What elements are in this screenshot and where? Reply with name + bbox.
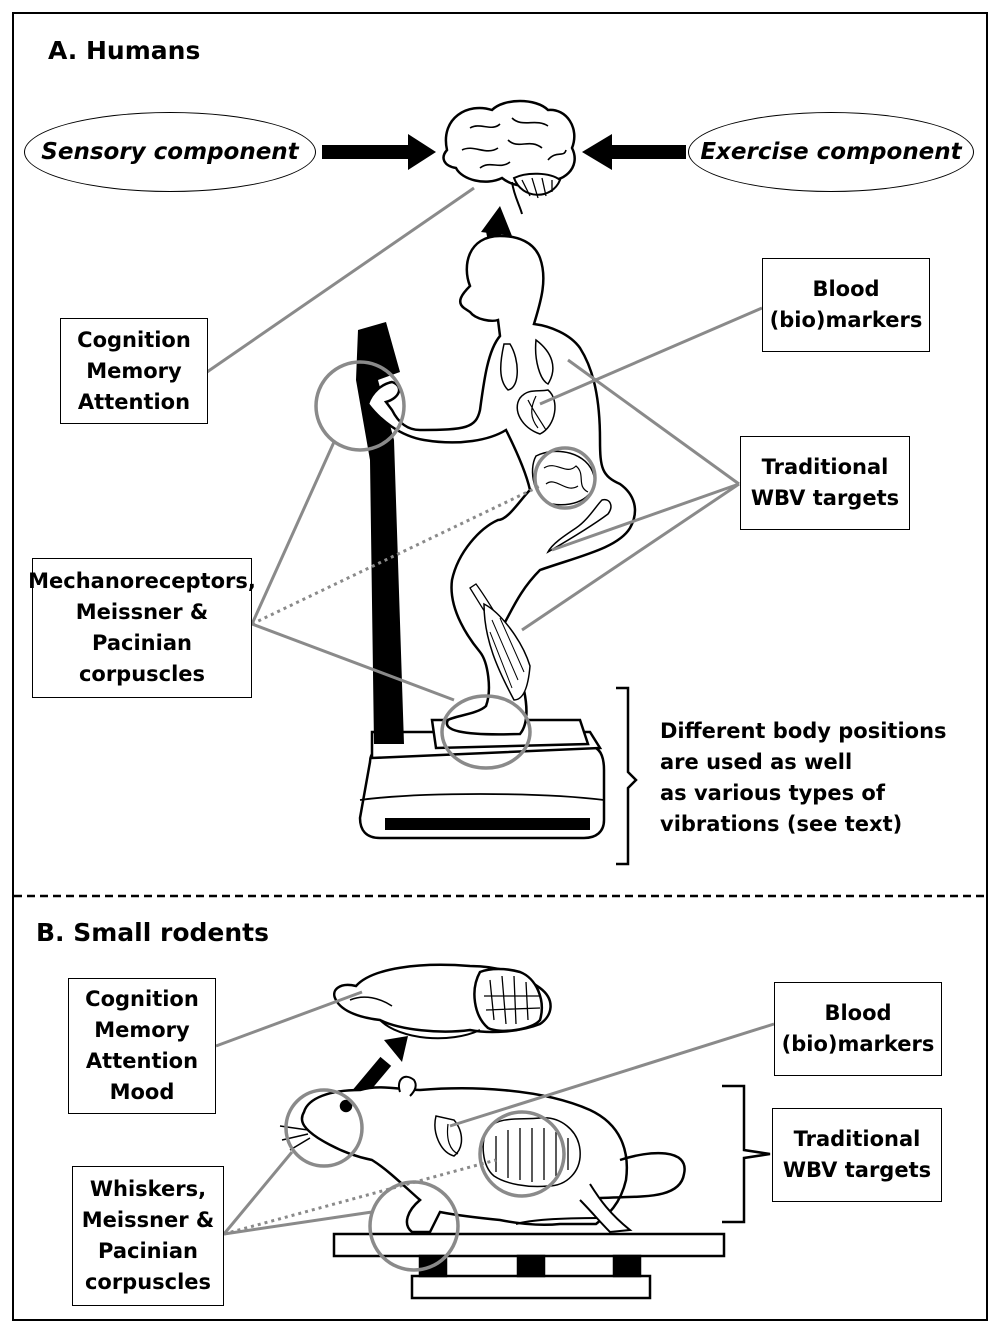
sensory-component-label: Sensory component [41,139,299,165]
connectors-panel-b [215,990,775,1236]
exercise-component-ellipse: Exercise component [688,112,974,192]
receptor-circles-human [314,360,597,770]
blood-box-humans: Blood (bio)markers [762,258,930,352]
wbv-targets-box-humans: Traditional WBV targets [740,436,910,530]
rodent-figure [279,1075,686,1234]
arrow-sensory-to-brain [322,134,436,170]
blood-box-rodents: Blood (bio)markers [774,982,942,1076]
cognition-box-rodents: Cognition Memory Attention Mood [68,978,216,1114]
rodent-platform [332,1232,726,1300]
body-positions-note: Different body positions are used as wel… [660,719,947,836]
connectors-panel-a [206,186,763,702]
human-brain [442,99,576,215]
mechanoreceptors-box: Mechanoreceptors, Meissner & Pacinian co… [28,558,256,698]
exercise-component-label: Exercise component [700,139,962,165]
bracket-rodent-targets [722,1084,771,1224]
whiskers-box: Whiskers, Meissner & Pacinian corpuscles [72,1166,224,1306]
platform-handle [356,322,404,744]
panel-a-heading: A. Humans [48,36,201,65]
bracket-body-positions [616,686,638,866]
rodent-brain [333,963,552,1040]
figure-frame [12,12,988,1321]
panel-b-heading: B. Small rodents [36,918,270,947]
arrow-exercise-to-brain [582,134,686,170]
sensory-component-ellipse: Sensory component [24,112,316,192]
cognition-box-humans: Cognition Memory Attention [60,318,208,424]
wbv-targets-box-rodents: Traditional WBV targets [772,1108,942,1202]
